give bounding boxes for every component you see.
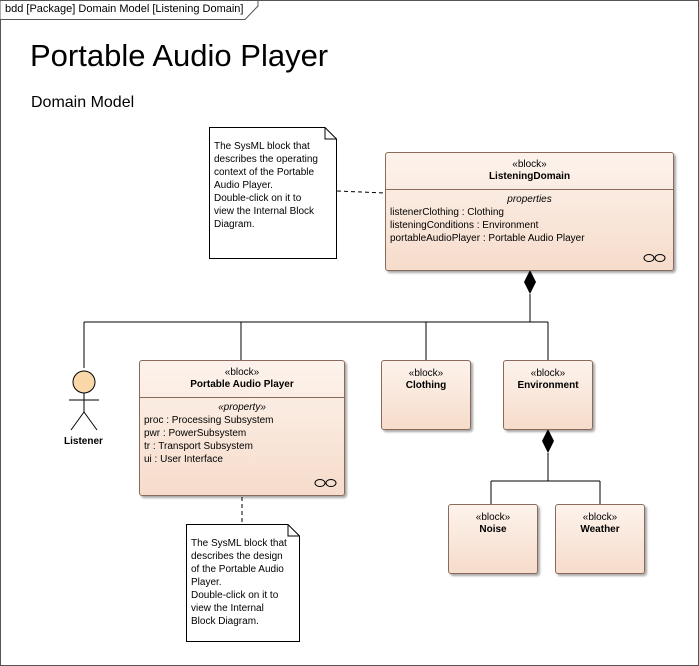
block-stereotype: «block» bbox=[530, 368, 566, 379]
frame-label: bdd [Package] Domain Model [Listening Do… bbox=[5, 3, 244, 15]
block-name: Weather bbox=[580, 524, 620, 535]
block-property: tr : Transport Subsystem bbox=[144, 441, 253, 452]
compartment-divider bbox=[140, 397, 344, 398]
compartment-title: properties bbox=[507, 194, 552, 205]
block-name: Noise bbox=[479, 524, 507, 535]
note-portable-audio-player[interactable]: The SysML block that describes the desig… bbox=[186, 524, 300, 642]
compartment-title: «property» bbox=[218, 402, 266, 413]
block-stereotype: «block» bbox=[582, 512, 618, 523]
note-listening-domain[interactable]: The SysML block that describes the opera… bbox=[209, 127, 337, 259]
block-property: portableAudioPlayer : Portable Audio Pla… bbox=[390, 233, 585, 244]
block-name: Clothing bbox=[405, 380, 447, 391]
compartment-divider bbox=[386, 189, 673, 190]
frame-label-tab bbox=[0, 0, 259, 20]
diagram-title: Portable Audio Player bbox=[30, 38, 329, 73]
block-weather[interactable]: «block» Weather bbox=[555, 504, 645, 574]
block-stereotype: «block» bbox=[475, 512, 511, 523]
block-clothing[interactable]: «block» Clothing bbox=[381, 360, 471, 430]
block-property: listeningConditions : Environment bbox=[390, 220, 539, 231]
block-noise[interactable]: «block» Noise bbox=[448, 504, 538, 574]
stick-figure-actor-icon[interactable] bbox=[69, 370, 99, 431]
composition-diamond bbox=[542, 429, 554, 453]
note-shape bbox=[186, 524, 300, 642]
block-property: ui : User Interface bbox=[144, 454, 223, 465]
block-name: Portable Audio Player bbox=[190, 379, 294, 390]
block-property: proc : Processing Subsystem bbox=[144, 415, 274, 426]
block-property: listenerClothing : Clothing bbox=[390, 207, 504, 218]
composition-diamond bbox=[524, 270, 536, 294]
block-listening-domain[interactable]: «block» ListeningDomain properties liste… bbox=[385, 152, 674, 271]
infinity-link-icon[interactable] bbox=[314, 478, 338, 488]
block-name: ListeningDomain bbox=[488, 171, 571, 182]
block-stereotype: «block» bbox=[408, 368, 444, 379]
block-stereotype: «block» bbox=[224, 367, 260, 378]
block-name: Environment bbox=[517, 380, 579, 391]
block-environment[interactable]: «block» Environment bbox=[503, 360, 593, 430]
infinity-link-icon[interactable] bbox=[643, 253, 667, 263]
note-text: The SysML block that describes the opera… bbox=[214, 141, 318, 230]
note-shape bbox=[209, 127, 337, 259]
diagram-subtitle: Domain Model bbox=[31, 94, 135, 111]
note-text: The SysML block that describes the desig… bbox=[191, 538, 287, 627]
block-portable-audio-player[interactable]: «block» Portable Audio Player «property»… bbox=[139, 360, 345, 496]
actor-label: Listener bbox=[64, 436, 103, 447]
block-property: pwr : PowerSubsystem bbox=[144, 428, 247, 439]
block-stereotype: «block» bbox=[512, 159, 547, 170]
note-anchor-line bbox=[336, 190, 386, 194]
